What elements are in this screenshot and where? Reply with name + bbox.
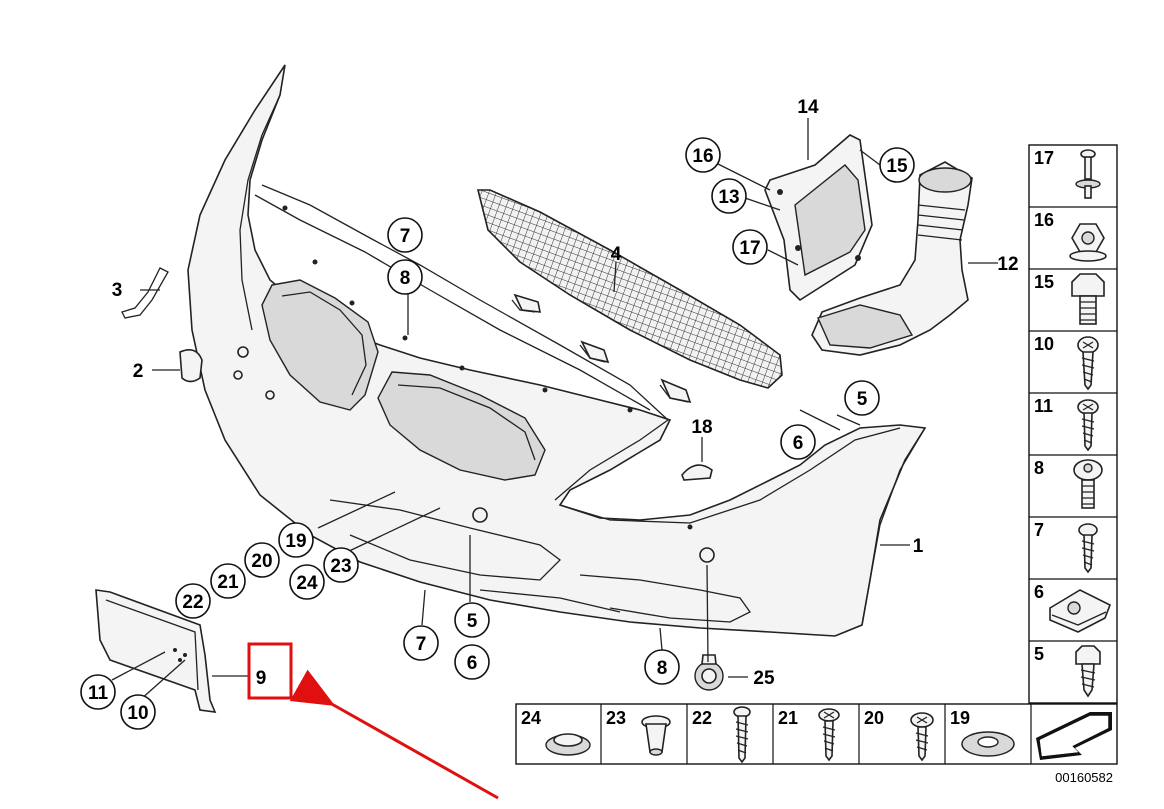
- front-bumper-shape: [187, 64, 927, 637]
- label-12: 12: [997, 254, 1018, 275]
- legend-label: 22: [692, 708, 712, 728]
- callout-22: 22: [175, 583, 211, 619]
- callout-11: 11: [80, 674, 116, 710]
- label-2: 2: [133, 361, 144, 382]
- legend-label: 7: [1034, 520, 1044, 540]
- svg-text:21: 21: [217, 572, 239, 593]
- screw-icon: [1077, 336, 1099, 391]
- bolt-icon: [1071, 273, 1105, 325]
- svg-text:5: 5: [467, 611, 478, 632]
- screw-icon: [818, 708, 840, 762]
- callout-7-lower: 7: [403, 625, 439, 661]
- legend-label: 19: [950, 708, 970, 728]
- callout-7-upper: 7: [387, 217, 423, 253]
- screw-icon: [1077, 399, 1099, 452]
- svg-text:7: 7: [400, 226, 411, 247]
- label-14: 14: [797, 97, 819, 118]
- label-25: 25: [753, 668, 775, 689]
- label-4: 4: [611, 244, 622, 265]
- leader-lines: [111, 118, 998, 701]
- bracket-3-shape: [121, 267, 169, 319]
- screw-icon: [910, 712, 934, 762]
- svg-text:22: 22: [182, 592, 203, 613]
- svg-text:8: 8: [400, 268, 411, 289]
- svg-text:17: 17: [739, 238, 760, 259]
- legend-label: 11: [1034, 396, 1053, 416]
- grommet-icon: [545, 733, 591, 756]
- bolt-icon: [1075, 645, 1101, 698]
- svg-text:11: 11: [88, 683, 109, 704]
- nut-25-shape: [694, 654, 724, 691]
- callout-10: 10: [120, 694, 156, 730]
- cover-cap-2-shape: [179, 349, 203, 383]
- callout-5-right: 5: [844, 380, 880, 416]
- screw-icon: [1073, 459, 1103, 509]
- callout-6-right: 6: [780, 424, 816, 460]
- label-18: 18: [691, 417, 712, 438]
- screw-icon: [1078, 523, 1098, 574]
- svg-text:24: 24: [296, 573, 318, 594]
- callout-20: 20: [244, 542, 280, 578]
- callout-5-lower: 5: [454, 602, 490, 638]
- callout-6-lower: 6: [454, 644, 490, 680]
- legend-bottom: 24 23 22 21 20 19: [515, 703, 1118, 765]
- svg-text:5: 5: [857, 389, 868, 410]
- legend-label: 5: [1034, 644, 1044, 664]
- legend-label: 6: [1034, 582, 1044, 602]
- callout-8-lower: 8: [644, 649, 680, 685]
- bracket-shape: [764, 134, 873, 302]
- legend-label: 10: [1034, 334, 1054, 354]
- legend-label: 16: [1034, 210, 1054, 230]
- svg-text:19: 19: [285, 531, 306, 552]
- svg-text:10: 10: [127, 703, 148, 724]
- callout-23: 23: [323, 547, 359, 583]
- label-3: 3: [112, 280, 123, 301]
- legend-label: 24: [521, 708, 541, 728]
- legend-right: 17 16 15 10 11 8 7 6 5: [1028, 144, 1118, 704]
- grille-shape: [476, 189, 783, 404]
- callout-15: 15: [879, 147, 915, 183]
- callout-13: 13: [711, 178, 747, 214]
- air-duct-shape: [811, 161, 973, 356]
- svg-text:15: 15: [886, 156, 908, 177]
- red-arrow: [289, 669, 499, 800]
- nut-icon: [1069, 223, 1107, 262]
- label-1: 1: [913, 536, 924, 557]
- svg-text:13: 13: [718, 187, 739, 208]
- svg-text:6: 6: [467, 653, 478, 674]
- washer-icon: [961, 731, 1015, 757]
- legend-label: 21: [778, 708, 798, 728]
- callout-8-upper: 8: [387, 259, 423, 295]
- label-9: 9: [256, 668, 267, 689]
- screw-icon: [1075, 149, 1101, 199]
- callout-16: 16: [685, 137, 721, 173]
- svg-text:23: 23: [330, 556, 351, 577]
- callout-21: 21: [210, 563, 246, 599]
- callout-24: 24: [289, 564, 325, 600]
- svg-text:8: 8: [657, 658, 668, 679]
- plug-icon: [641, 715, 671, 756]
- svg-text:20: 20: [251, 551, 272, 572]
- legend-label: 15: [1034, 272, 1054, 292]
- clip-nut-icon: [1049, 589, 1112, 633]
- screw-icon: [733, 706, 751, 764]
- svg-text:6: 6: [793, 433, 804, 454]
- legend-label: 17: [1034, 148, 1054, 168]
- callout-19: 19: [278, 522, 314, 558]
- direction-arrow-icon: [1036, 712, 1112, 760]
- license-plate-bracket-shape: [95, 589, 217, 713]
- highlight-box-9: 9: [247, 642, 293, 700]
- legend-label: 8: [1034, 458, 1044, 478]
- svg-text:16: 16: [692, 146, 713, 167]
- legend-label: 23: [606, 708, 626, 728]
- legend-label: 20: [864, 708, 884, 728]
- diagram-code: 00160582: [1055, 770, 1113, 785]
- svg-text:7: 7: [416, 634, 427, 655]
- callout-17: 17: [732, 229, 768, 265]
